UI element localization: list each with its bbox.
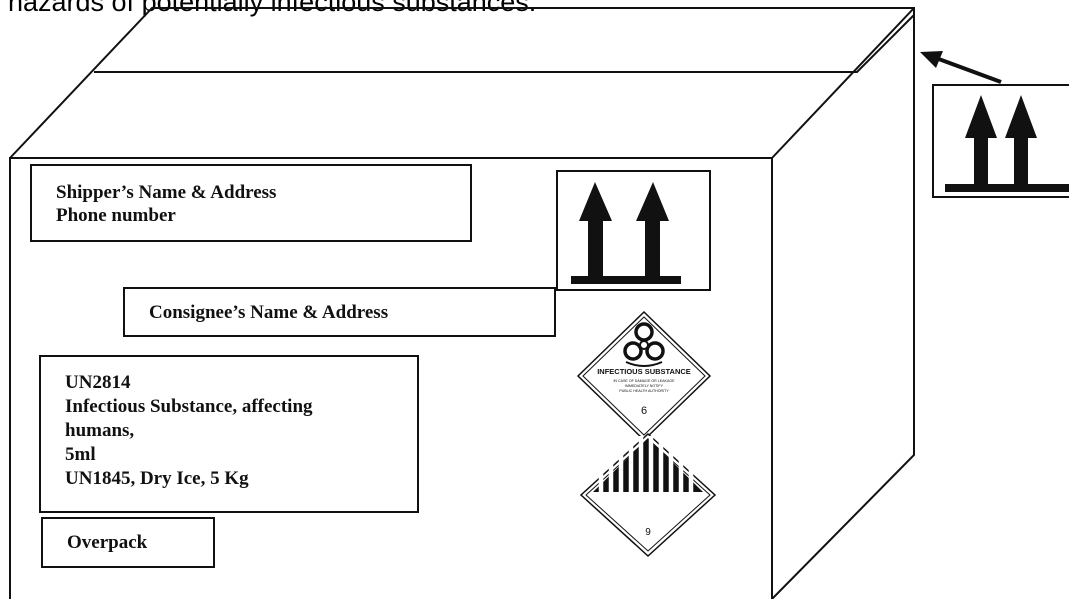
orientation-arrows-icon: [556, 170, 711, 291]
overpack-text: Overpack: [67, 532, 148, 553]
misc-class-number: 9: [645, 527, 651, 538]
shipper-name-address: Shipper’s Name & Address: [56, 182, 277, 203]
package-box-outline: [9, 7, 915, 599]
class-9-stripes-icon: 9: [579, 432, 717, 558]
infectious-label-line: PUBLIC HEALTH AUTHORITY: [619, 389, 669, 393]
quantity: 5ml: [65, 444, 96, 465]
biohazard-icon: INFECTIOUS SUBSTANCE IN CASE OF DAMAGE O…: [576, 310, 712, 442]
consignee-name-address: Consignee’s Name & Address: [149, 302, 389, 323]
shipper-phone: Phone number: [56, 205, 176, 226]
infectious-label-line: IMMEDIATELY NOTIFY: [625, 384, 664, 388]
hazard-description-label: UN2814 Infectious Substance, affecting h…: [39, 355, 419, 513]
dry-ice-line: UN1845, Dry Ice, 5 Kg: [65, 468, 249, 489]
shipper-label: Shipper’s Name & Address Phone number: [30, 164, 472, 242]
overpack-label: Overpack: [41, 517, 215, 568]
consignee-label: Consignee’s Name & Address: [123, 287, 556, 337]
pointer-arrow-icon: [920, 51, 1002, 84]
proper-shipping-name: Infectious Substance, affecting: [65, 396, 313, 417]
infectious-label-line: IN CASE OF DAMAGE OR LEAKAGE: [613, 379, 675, 383]
infectious-class-number: 6: [641, 405, 647, 417]
side-orientation-arrows-icon: [932, 84, 1069, 198]
proper-shipping-name-cont: humans,: [65, 420, 135, 441]
un-number: UN2814: [65, 372, 131, 393]
infectious-label-title: INFECTIOUS SUBSTANCE: [597, 367, 691, 376]
